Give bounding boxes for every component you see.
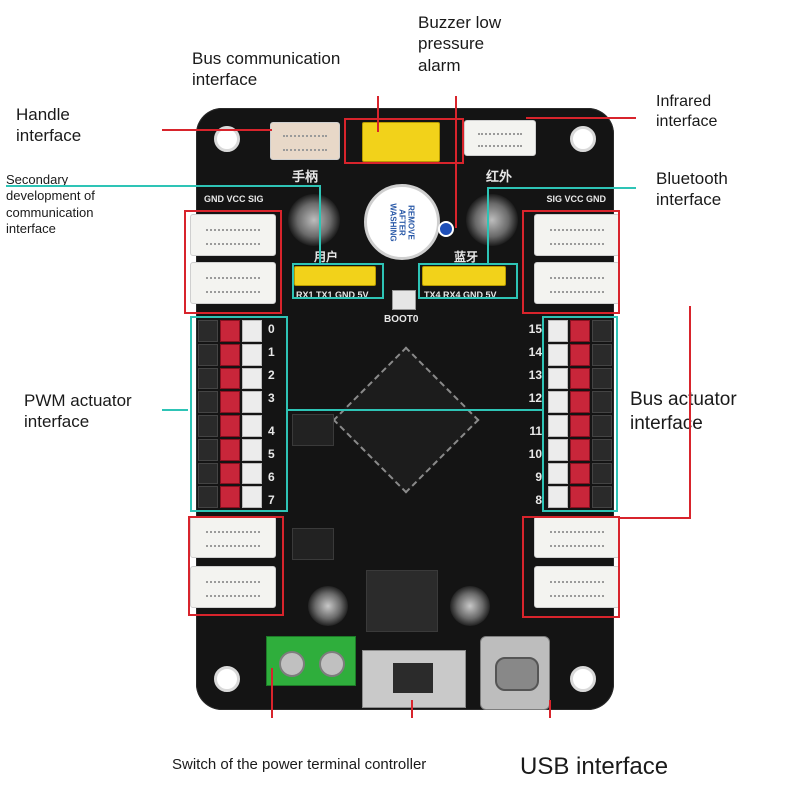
capacitor-icon	[308, 586, 348, 626]
pwm-channel-0: 0	[268, 322, 275, 336]
callout-box-right-top	[522, 210, 620, 314]
boot-button	[392, 290, 416, 310]
bus-channel-12: 12	[528, 391, 542, 405]
bus-pin-block	[548, 320, 612, 508]
handle-connector	[270, 122, 340, 160]
bluetooth-pin-silk: TX4 RX4 GND 5V	[424, 290, 497, 300]
label-bus-communication-interface: Bus communication interface	[192, 49, 341, 90]
infrared-silk-label: 红外	[486, 169, 513, 184]
label-bluetooth-interface: Bluetooth interface	[656, 169, 728, 210]
servo-connector	[190, 262, 276, 304]
pwm-channel-6: 6	[268, 470, 275, 484]
buzzer-target-icon	[438, 221, 454, 237]
callout-box-pwm	[190, 316, 288, 512]
callout-box-user-header	[292, 263, 384, 299]
bus-channel-10: 10	[528, 447, 542, 461]
power-terminal-block	[266, 636, 356, 686]
bus-channel-11: 11	[529, 424, 542, 438]
usb-c-connector-icon	[495, 657, 539, 691]
pwm-pin-block	[198, 320, 262, 508]
mounting-hole	[570, 666, 596, 692]
user-header	[294, 266, 376, 286]
label-bus-actuator-interface: Bus actuator interface	[630, 389, 737, 434]
label-infrared-interface: Infrared interface	[656, 93, 718, 130]
mounting-hole	[214, 666, 240, 692]
pwm-channel-4: 4	[268, 424, 275, 438]
callout-box-left-top	[184, 210, 282, 314]
capacitor-icon	[288, 194, 340, 246]
handle-silk-label: 手柄	[292, 169, 319, 184]
label-power-switch: Switch of the power terminal controller	[172, 756, 427, 773]
mounting-hole	[570, 126, 596, 152]
bus-channel-13: 13	[528, 368, 542, 382]
callout-box-bus-actuator	[542, 316, 618, 512]
servo-connector	[190, 214, 276, 256]
infrared-connector	[464, 120, 536, 156]
label-buzzer-alarm: Buzzer low pressure alarm	[418, 13, 502, 75]
bluetooth-header	[422, 266, 506, 286]
bluetooth-silk-label: 蓝牙	[454, 250, 479, 264]
leader-bus-actuator	[620, 306, 691, 519]
label-handle-interface: Handle interface	[16, 105, 82, 146]
bus-channel-14: 14	[528, 345, 542, 359]
callout-box-left-bottom	[188, 516, 284, 616]
buzzer-icon: REMOVE AFTER WASHING	[364, 184, 440, 260]
left-header-silk: GND VCC SIG	[204, 194, 264, 204]
leader-bluetooth	[487, 187, 636, 263]
label-secondary-development: Secondary development of communication i…	[6, 172, 95, 236]
callout-box-bluetooth-header	[418, 263, 518, 299]
bus-channel-8: 8	[535, 493, 542, 507]
terminal-screw-icon	[279, 651, 305, 677]
capacitor-icon	[466, 194, 518, 246]
pwm-channel-1: 1	[268, 345, 275, 359]
power-switch	[362, 650, 466, 708]
small-component	[292, 528, 334, 560]
capacitor-icon	[450, 586, 490, 626]
pwm-channel-2: 2	[268, 368, 275, 382]
pwm-channel-5: 5	[268, 447, 275, 461]
leader-secondary	[6, 185, 321, 263]
right-header-silk: SIG VCC GND	[546, 194, 606, 204]
label-pwm-actuator-interface: PWM actuator interface	[24, 391, 132, 432]
bus-channel-15: 15	[528, 322, 542, 336]
switch-slider	[393, 663, 433, 693]
terminal-screw-icon	[319, 651, 345, 677]
usb-port	[480, 636, 550, 710]
regulator-chip-icon	[366, 570, 438, 632]
bus-channel-9: 9	[535, 470, 542, 484]
callout-box-bus-comm	[344, 118, 464, 164]
pwm-channel-3: 3	[268, 391, 275, 405]
user-pin-silk: RX1 TX1 GND 5V	[296, 290, 369, 300]
bus-communication-connector	[362, 122, 440, 162]
pwm-channel-7: 7	[268, 493, 275, 507]
label-usb-interface: USB interface	[520, 753, 669, 780]
eeprom-chip-icon	[292, 414, 334, 446]
boot-silk: BOOT0	[384, 314, 419, 325]
callout-box-right-bottom	[522, 516, 620, 618]
servo-connector	[190, 566, 276, 608]
